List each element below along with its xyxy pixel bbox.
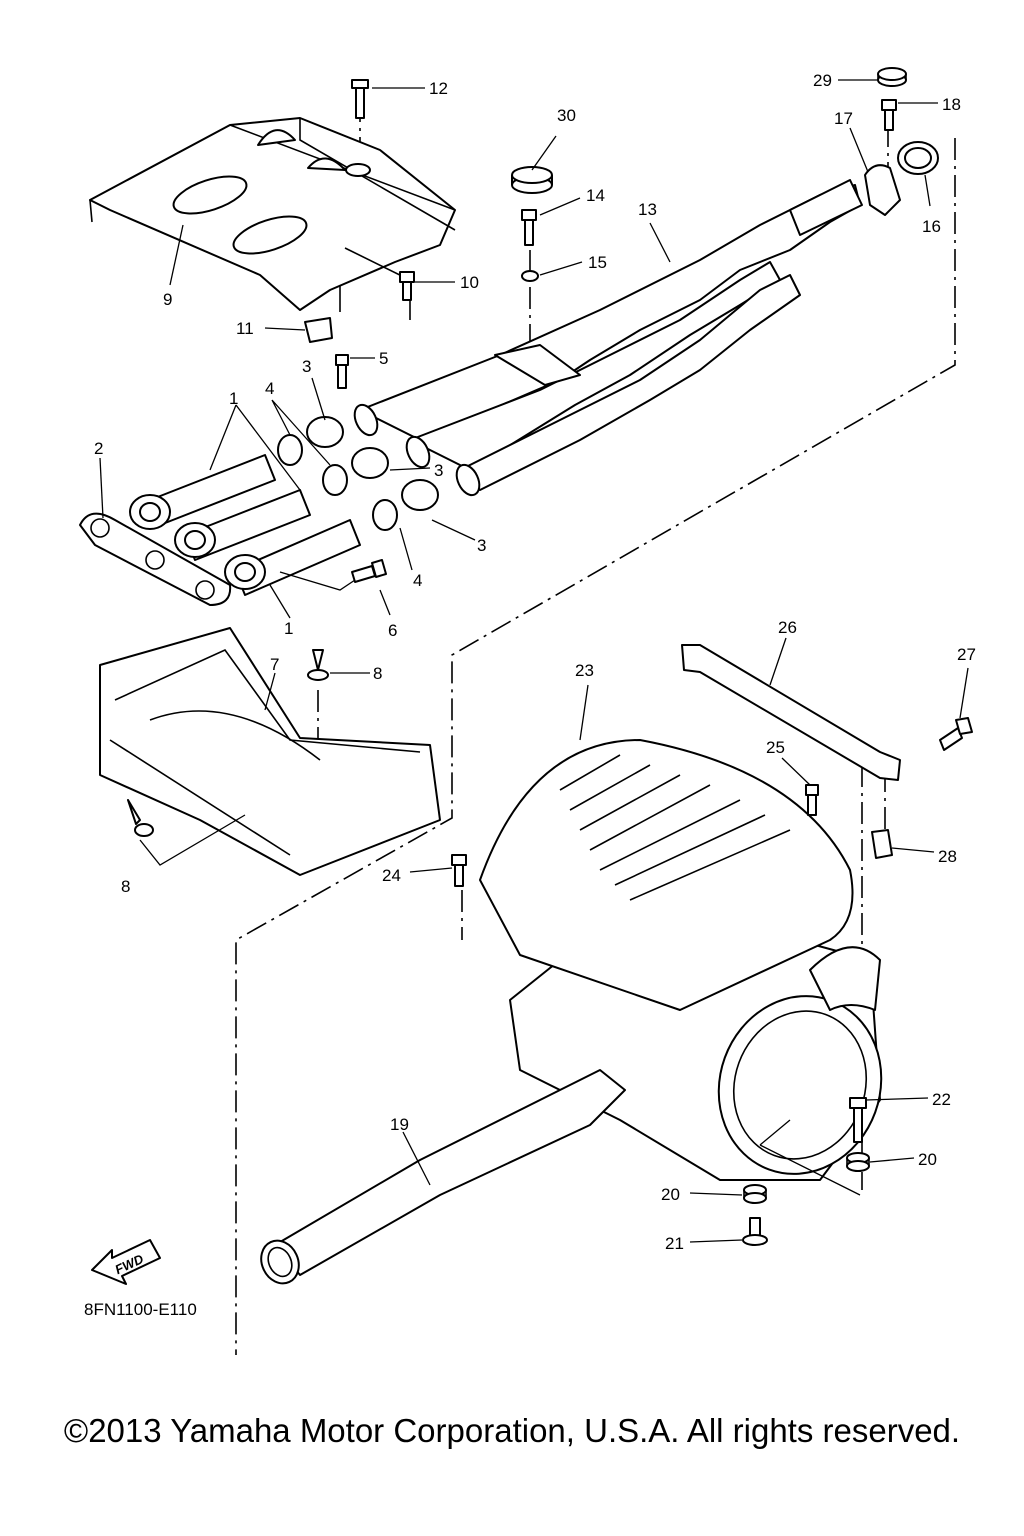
callout-3-left: 3 <box>302 357 311 376</box>
muffler-cover-23 <box>479 739 854 1011</box>
muffler-body <box>509 929 883 1181</box>
callout-3-mid: 3 <box>434 461 443 480</box>
bolt-6 <box>351 559 387 583</box>
gasket-16 <box>897 141 939 175</box>
exhaust-pipes-1 <box>129 454 361 596</box>
bolt-27 <box>939 717 973 751</box>
callout-18: 18 <box>942 95 961 114</box>
callout-12: 12 <box>429 79 448 98</box>
gasket-2 <box>79 512 232 606</box>
leader-lines <box>99 79 969 1243</box>
bolt-25 <box>805 784 819 816</box>
collar-21 <box>742 1217 768 1246</box>
bolt-14 <box>521 209 537 246</box>
callout-9: 9 <box>163 290 172 309</box>
lower-heat-protector <box>99 627 441 876</box>
tail-pipe-19 <box>260 1069 626 1285</box>
callout-rest: 1 2 3 4 5 3 3 4 <box>94 357 486 555</box>
bolt-18 <box>881 99 897 131</box>
nut-28 <box>871 829 893 859</box>
callout-16: 16 <box>922 217 941 236</box>
exhaust-pipe-assembly <box>353 179 863 497</box>
bracket-26 <box>681 644 901 781</box>
fwd-arrow-icon: FWD <box>91 1239 161 1285</box>
grommet-20-right <box>846 1152 870 1172</box>
callout-4-upper: 4 <box>265 379 274 398</box>
rivet-8-upper <box>307 649 329 681</box>
callout-1-upper: 1 <box>229 389 238 408</box>
grommet-20-left <box>743 1184 767 1204</box>
callout-3-right: 3 <box>477 536 486 555</box>
rivet-8-lower <box>127 799 154 837</box>
callout-17: 17 <box>834 109 853 128</box>
callout-14: 14 <box>586 186 605 205</box>
bolt-22 <box>849 1097 867 1143</box>
cap-29 <box>877 67 907 87</box>
upper-heat-protector <box>89 117 456 320</box>
exhaust-parts-diagram: FWD <box>79 67 973 1355</box>
callout-13: 13 <box>638 200 657 219</box>
callout-2: 2 <box>94 439 103 458</box>
callout-15: 15 <box>588 253 607 272</box>
bolt-10 <box>399 271 415 301</box>
washer-15 <box>521 270 539 282</box>
callout-11: 11 <box>236 319 254 338</box>
callout-10: 10 <box>460 273 479 292</box>
bracket-11 <box>304 317 333 343</box>
cap-30 <box>511 166 553 194</box>
bolt-12 <box>351 79 369 119</box>
callout-30: 30 <box>557 106 576 125</box>
bolt-5 <box>335 354 349 389</box>
clamps-3 <box>306 416 439 511</box>
callout-29: 29 <box>813 71 832 90</box>
bolt-24 <box>451 854 467 887</box>
copyright-notice: ©2013 Yamaha Motor Corporation, U.S.A. A… <box>63 1412 961 1449</box>
callout-labels: 12 10 11 9 30 14 15 13 29 18 17 16 5 5 5… <box>163 71 961 338</box>
clamp-17 <box>864 164 901 216</box>
